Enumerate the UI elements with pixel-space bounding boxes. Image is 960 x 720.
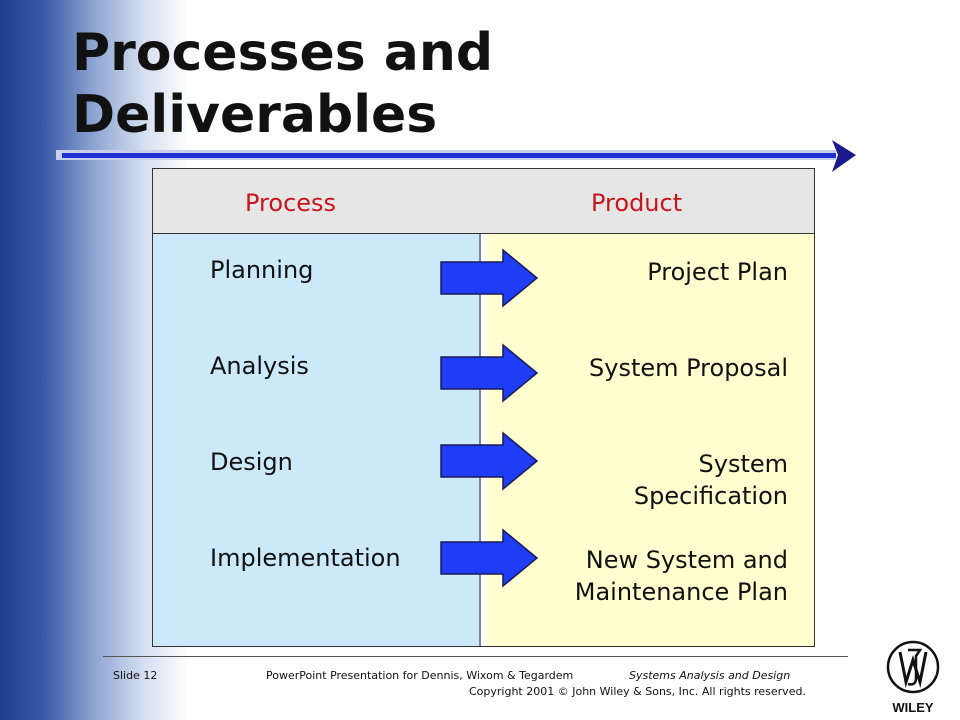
process-planning: Planning: [210, 256, 314, 284]
right-arrow-icon: [440, 248, 539, 308]
product-line: Maintenance Plan: [574, 578, 788, 606]
title-line-1: Processes and: [72, 23, 494, 83]
title-underline-arrow: [56, 140, 856, 172]
product-column: Project Plan System Proposal System Spec…: [487, 234, 814, 646]
product-line: Project Plan: [647, 258, 788, 286]
footer-divider: [103, 656, 848, 657]
product-system-proposal: System Proposal: [589, 352, 788, 384]
product-line: System: [698, 450, 789, 478]
process-column-header: Process: [245, 189, 337, 217]
presentation-credit: PowerPoint Presentation for Dennis, Wixo…: [266, 669, 574, 682]
process-implementation: Implementation: [210, 544, 401, 572]
product-line: New System and: [585, 546, 788, 574]
slide-title: Processes and Deliverables: [72, 22, 832, 146]
product-system-specification: System Specification: [634, 448, 788, 512]
wiley-logo-icon: WILEY: [886, 640, 940, 715]
product-column-header: Product: [591, 189, 683, 217]
slide-number: Slide 12: [113, 669, 158, 682]
right-arrow-icon: [440, 343, 539, 403]
process-column: Planning Analysis Design Implementation: [153, 234, 479, 646]
title-line-2: Deliverables: [72, 85, 438, 145]
right-arrow-icon: [440, 528, 539, 588]
process-design: Design: [210, 448, 293, 476]
logo-wordmark: WILEY: [892, 700, 933, 715]
process-product-table: Process Product Planning Analysis Design…: [152, 168, 815, 647]
product-new-system-maintenance-plan: New System and Maintenance Plan: [575, 544, 788, 608]
product-project-plan: Project Plan: [647, 256, 788, 288]
right-arrow-icon: [440, 431, 539, 491]
column-divider: [479, 234, 481, 646]
product-line: Specification: [633, 482, 788, 510]
copyright-notice: Copyright 2001 © John Wiley & Sons, Inc.…: [469, 685, 806, 698]
table-header: Process Product: [153, 169, 814, 234]
book-title: Systems Analysis and Design: [629, 669, 791, 682]
process-analysis: Analysis: [210, 352, 309, 380]
product-line: System Proposal: [589, 354, 788, 382]
